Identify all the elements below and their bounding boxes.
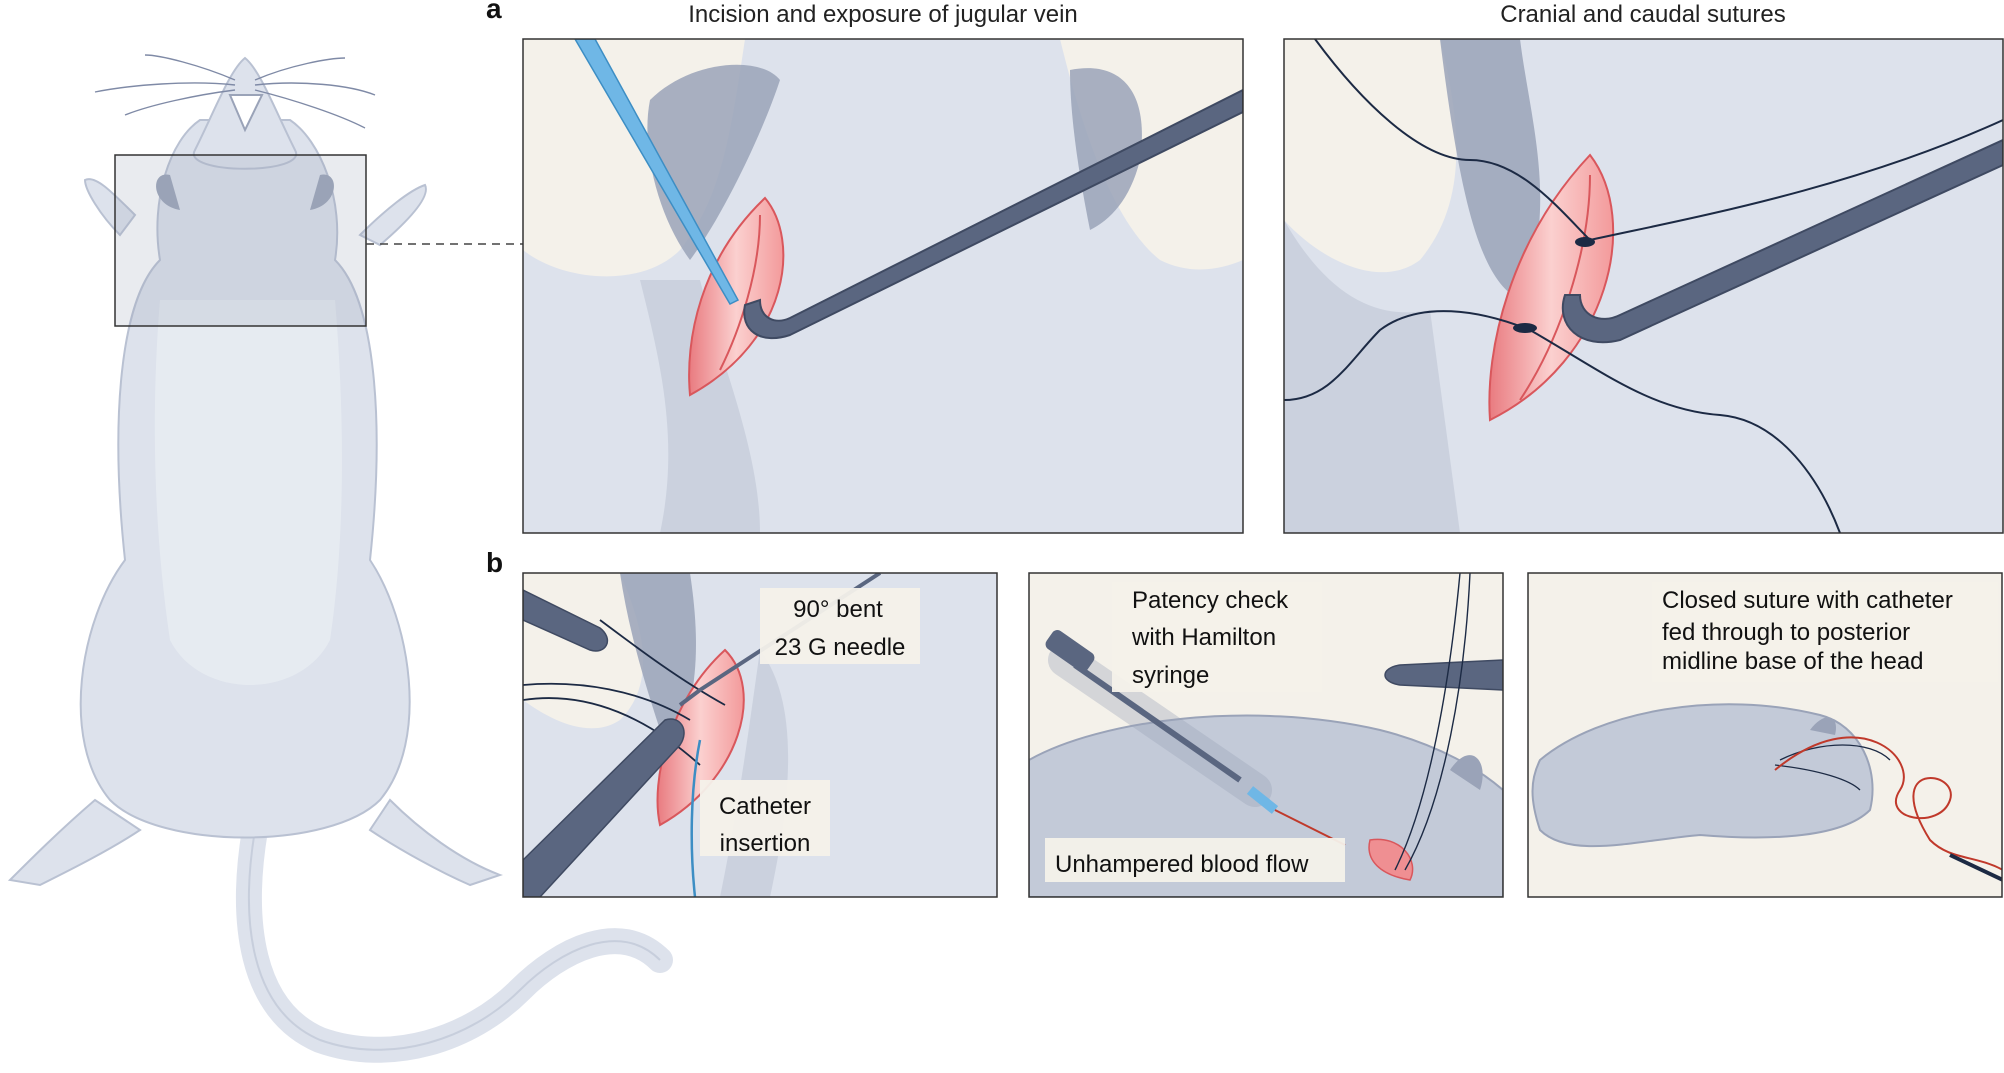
jugular-vein-sutured xyxy=(1488,153,1615,422)
panel-a-letter: a xyxy=(486,0,502,24)
forceps xyxy=(743,88,1243,340)
hind-leg-left xyxy=(7,798,142,887)
ear-right xyxy=(310,174,334,210)
callout-closed-1: Closed suture with catheter xyxy=(1662,587,1953,614)
panel-b-middle: Patency check with Hamilton syringe Unha… xyxy=(1029,573,1503,897)
callout-patency-2: with Hamilton xyxy=(1131,624,1276,651)
mouse-closed xyxy=(1531,703,1874,848)
whiskers xyxy=(94,54,376,129)
front-leg-right xyxy=(358,183,427,247)
callout-catheter-2: insertion xyxy=(720,830,811,857)
callout-patency-1: Patency check xyxy=(1132,587,1289,614)
callout-bent-needle-1: 90° bent xyxy=(793,596,883,623)
front-leg-left xyxy=(83,178,137,237)
ear-left xyxy=(156,174,180,210)
catheter-blue xyxy=(690,739,702,897)
forceps-right xyxy=(1561,138,2003,344)
panel-a-right xyxy=(1284,39,2003,533)
callout-bent-needle-2: 23 G needle xyxy=(775,634,906,661)
hind-leg-right xyxy=(368,798,503,887)
hamilton-syringe xyxy=(1045,630,1346,846)
callout-closed-2: fed through to posterior xyxy=(1662,619,1910,646)
caudal-knot xyxy=(1513,323,1537,333)
callout-blood-flow: Unhampered blood flow xyxy=(1055,851,1309,878)
mouse-overview xyxy=(7,54,673,1063)
zoom-region-box xyxy=(114,154,367,327)
panel-b-letter: b xyxy=(486,547,503,578)
panel-a-left xyxy=(523,39,1243,533)
sutures xyxy=(1284,39,2003,533)
forceps-b-left xyxy=(523,718,685,897)
panel-b-left: 90° bent 23 G needle Catheter insertion xyxy=(523,573,997,897)
panel-b-right: Closed suture with catheter fed through … xyxy=(1528,573,2002,897)
panel-a-right-title: Cranial and caudal sutures xyxy=(1500,1,1786,28)
callout-catheter-1: Catheter xyxy=(719,793,811,820)
cranial-knot xyxy=(1575,237,1595,247)
catheter-red-exit xyxy=(1774,736,2002,871)
callout-patency-3: syringe xyxy=(1132,662,1209,689)
panel-a-left-title: Incision and exposure of jugular vein xyxy=(688,1,1078,28)
scalpel-blade xyxy=(574,39,740,305)
callout-closed-3: midline base of the head xyxy=(1662,648,1924,675)
